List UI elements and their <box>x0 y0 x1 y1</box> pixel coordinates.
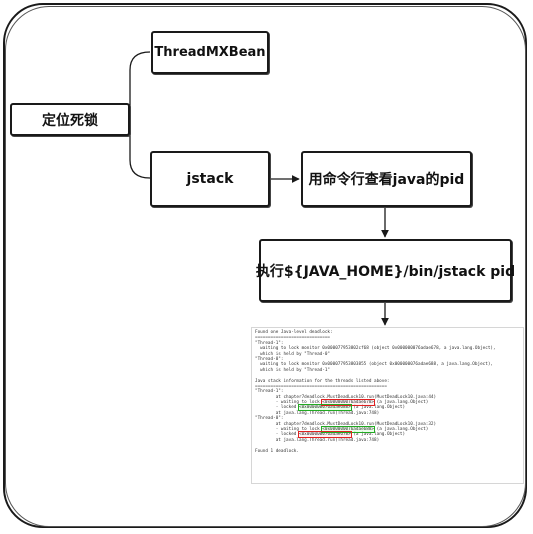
output-text-after: (a java.lang.Object) <box>374 400 429 406</box>
highlighted-address: <0x000000076adae688> <box>321 426 376 434</box>
jstack-output-screenshot: Found one Java-level deadlock:==========… <box>251 327 524 484</box>
output-line: ============================= <box>255 335 520 340</box>
output-text: "Thread-0": <box>255 416 284 422</box>
output-line: at chapter7deadlock.MustDeadLock10.run(M… <box>255 422 520 427</box>
output-text: "Thread-0": <box>255 356 284 362</box>
run-jstack-label: 执行${JAVA_HOME}/bin/jstack pid <box>255 263 516 280</box>
branch-to-threadmxbean <box>129 51 151 119</box>
output-line: waiting to lock monitor 0x000077953802cf… <box>255 346 520 351</box>
output-line: ========================================… <box>255 384 520 389</box>
run-jstack-node: 执行${JAVA_HOME}/bin/jstack pid <box>255 239 516 302</box>
output-text: - locked <box>255 405 299 411</box>
jstack-node: jstack <box>150 151 270 207</box>
output-line: - locked <0x000000076adae678> (a java.la… <box>255 431 520 439</box>
output-text: Found one Java-level deadlock: <box>255 330 333 335</box>
output-text: which is held by "Thread-1" <box>255 367 331 373</box>
output-text: - locked <box>255 432 299 438</box>
output-text: at chapter7deadlock.MustDeadLock10.run(M… <box>255 421 437 427</box>
output-line: at java.lang.Thread.run(Thread.java:748) <box>255 438 520 443</box>
jstack-label: jstack <box>186 171 234 187</box>
output-line: "Thread-1": <box>255 341 520 346</box>
highlighted-address: <0x000000076adae678> <box>321 399 376 407</box>
output-line: which is held by "Thread-1" <box>255 368 520 373</box>
highlighted-address: <0x000000076adae678> <box>297 431 352 439</box>
output-line: - locked <0x000000076adae688> (a java.la… <box>255 404 520 412</box>
output-text: Found 1 deadlock. <box>255 448 299 454</box>
output-text: which is held by "Thread-0" <box>255 351 331 357</box>
output-line: Java stack information for the threads l… <box>255 379 520 384</box>
output-line: Found one Java-level deadlock: <box>255 330 520 335</box>
threadmxbean-node: ThreadMXBean <box>151 31 269 74</box>
rounded-frame <box>3 3 527 528</box>
output-text: "Thread-1": <box>255 389 284 395</box>
output-line: "Thread-0": <box>255 357 520 362</box>
output-line: which is held by "Thread-0" <box>255 352 520 357</box>
root-label: 定位死锁 <box>42 112 98 129</box>
find-pid-label: 用命令行查看java的pid <box>308 172 465 188</box>
output-text: at chapter7deadlock.MustDeadLock10.run(M… <box>255 394 437 400</box>
output-text-after: (a java.lang.Object) <box>350 405 406 411</box>
output-line: - waiting to lock <0x000000076adae678> (… <box>255 399 520 407</box>
output-text: - waiting to lock <box>255 427 323 433</box>
root-node: 定位死锁 <box>10 103 130 136</box>
output-text-after: (a java.lang.Object) <box>374 427 429 433</box>
output-text: ============================= <box>255 335 331 341</box>
output-text: - waiting to lock <box>255 400 323 406</box>
highlighted-address: <0x000000076adae688> <box>297 404 352 412</box>
output-text: "Thread-1": <box>255 340 284 346</box>
output-line: waiting to lock monitor 0x00007795380385… <box>255 362 520 367</box>
output-text: ========================================… <box>255 383 387 389</box>
output-text: waiting to lock monitor 0x00007795380385… <box>255 362 493 368</box>
rounded-frame-inner <box>5 6 526 527</box>
output-text: Java stack information for the threads l… <box>255 378 390 384</box>
threadmxbean-label: ThreadMXBean <box>154 45 266 60</box>
find-pid-node: 用命令行查看java的pid <box>301 151 472 207</box>
output-text-after: (a java.lang.Object) <box>350 432 406 438</box>
output-line: at java.lang.Thread.run(Thread.java:748) <box>255 411 520 416</box>
branch-to-jstack <box>129 119 151 179</box>
output-text: at java.lang.Thread.run(Thread.java:748) <box>255 410 380 416</box>
output-line: Found 1 deadlock. <box>255 449 520 454</box>
output-line: "Thread-1": <box>255 389 520 394</box>
output-line: at chapter7deadlock.MustDeadLock10.run(M… <box>255 395 520 400</box>
output-text: at java.lang.Thread.run(Thread.java:748) <box>255 437 380 443</box>
output-line: "Thread-0": <box>255 416 520 421</box>
output-line: - waiting to lock <0x000000076adae688> (… <box>255 426 520 434</box>
output-text: waiting to lock monitor 0x000077953802cf… <box>255 346 496 352</box>
